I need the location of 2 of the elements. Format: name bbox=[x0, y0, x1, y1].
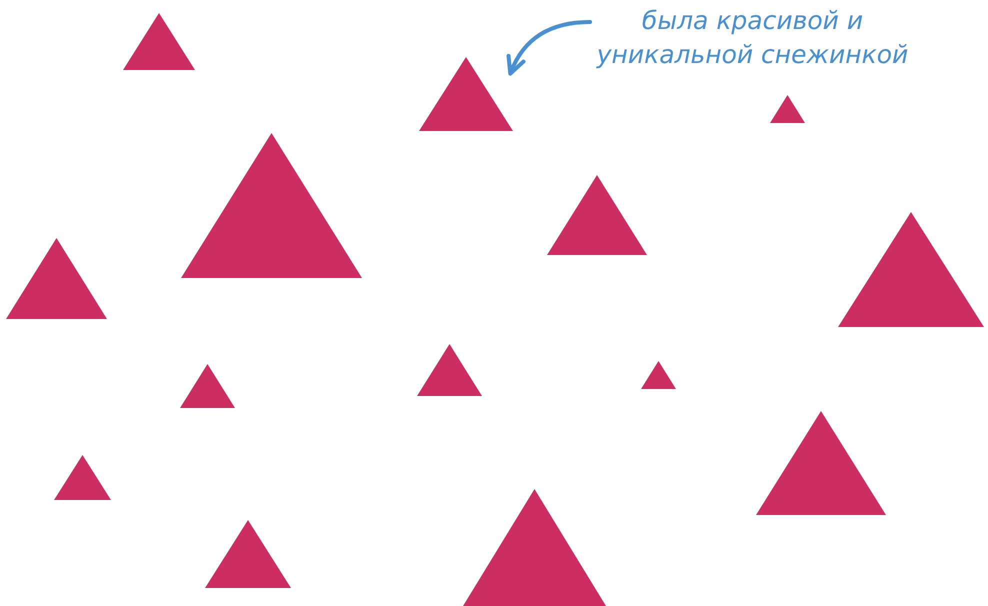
arrow bbox=[507, 20, 592, 76]
annotation-text: была красивой и уникальной снежинкой bbox=[580, 4, 925, 72]
